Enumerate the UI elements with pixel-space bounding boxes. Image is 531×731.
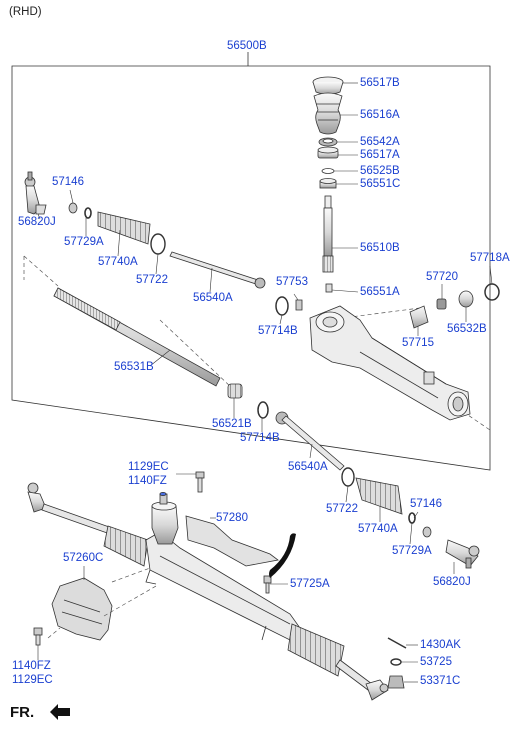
bracket-57280 bbox=[185, 515, 279, 567]
boot-right bbox=[355, 477, 403, 515]
leader-lines bbox=[37, 82, 493, 683]
rack-bush bbox=[227, 383, 243, 399]
part-57260C[interactable]: 57260C bbox=[63, 552, 104, 564]
variant-label: (RHD) bbox=[9, 6, 42, 18]
part-56516A[interactable]: 56516A bbox=[360, 109, 400, 121]
assembled-gear bbox=[27, 482, 389, 701]
assembly-label[interactable]: 56500B bbox=[227, 40, 267, 52]
protector-57260C bbox=[51, 577, 113, 641]
small-parts-left bbox=[68, 202, 92, 219]
part-57718A[interactable]: 57718A bbox=[470, 252, 510, 264]
part-57722-right[interactable]: 57722 bbox=[326, 503, 358, 515]
part-53371C[interactable]: 53371C bbox=[420, 675, 461, 687]
part-57753[interactable]: 57753 bbox=[276, 276, 308, 288]
small-parts-right bbox=[408, 512, 432, 538]
part-57280[interactable]: 57280 bbox=[216, 512, 248, 524]
ring-57714B-upper bbox=[275, 296, 289, 316]
part-57714B-upper[interactable]: 57714B bbox=[258, 325, 298, 337]
part-57146-right[interactable]: 57146 bbox=[410, 498, 442, 510]
part-56540A-right[interactable]: 56540A bbox=[288, 461, 328, 473]
part-57722-left[interactable]: 57722 bbox=[136, 274, 168, 286]
part-57740A-left[interactable]: 57740A bbox=[98, 256, 138, 268]
part-57714B-lower[interactable]: 57714B bbox=[240, 432, 280, 444]
part-57720[interactable]: 57720 bbox=[426, 271, 458, 283]
part-56820J-right[interactable]: 56820J bbox=[433, 576, 471, 588]
part-1140FZ-top[interactable]: 1140FZ bbox=[128, 475, 167, 487]
clamp-ring-left bbox=[150, 233, 166, 255]
inner-tie-rod-right bbox=[275, 411, 345, 471]
part-57725A[interactable]: 57725A bbox=[290, 578, 330, 590]
part-56521B[interactable]: 56521B bbox=[212, 418, 252, 430]
part-1129EC-top[interactable]: 1129EC bbox=[128, 461, 169, 473]
part-57146-left[interactable]: 57146 bbox=[52, 176, 84, 188]
yoke-parts bbox=[409, 283, 500, 329]
part-56517A[interactable]: 56517A bbox=[360, 149, 400, 161]
part-56551A[interactable]: 56551A bbox=[360, 286, 400, 298]
bolts bbox=[33, 471, 272, 646]
front-direction-label: FR. bbox=[10, 704, 35, 721]
part-53725[interactable]: 53725 bbox=[420, 656, 452, 668]
front-arrow-icon bbox=[50, 704, 70, 720]
part-56517B[interactable]: 56517B bbox=[360, 77, 400, 89]
part-56551C[interactable]: 56551C bbox=[360, 178, 401, 190]
guide-lines-lower bbox=[47, 567, 157, 639]
part-57715[interactable]: 57715 bbox=[402, 337, 434, 349]
boot-left bbox=[97, 211, 151, 245]
part-57729A-right[interactable]: 57729A bbox=[392, 545, 432, 557]
hardware-small bbox=[387, 637, 407, 689]
part-57740A-right[interactable]: 57740A bbox=[358, 523, 398, 535]
gear-housing-upper bbox=[309, 305, 471, 421]
inner-tie-rod-left bbox=[169, 251, 266, 289]
part-56532B[interactable]: 56532B bbox=[447, 323, 487, 335]
part-56525B[interactable]: 56525B bbox=[360, 165, 400, 177]
part-57729A-left[interactable]: 57729A bbox=[64, 236, 104, 248]
tie-rod-end-right bbox=[445, 539, 480, 569]
clamp-ring-right bbox=[341, 467, 355, 487]
part-1430AK[interactable]: 1430AK bbox=[420, 639, 461, 651]
part-56540A-left[interactable]: 56540A bbox=[193, 292, 233, 304]
assembly-frame bbox=[11, 52, 491, 471]
tie-rod-end-left bbox=[24, 171, 47, 215]
part-1129EC-bottom[interactable]: 1129EC bbox=[12, 674, 53, 686]
part-1140FZ-bottom[interactable]: 1140FZ bbox=[12, 660, 51, 672]
part-56820J-left[interactable]: 56820J bbox=[18, 216, 56, 228]
ring-57714B-lower bbox=[257, 401, 269, 419]
pinion-column bbox=[312, 76, 344, 293]
part-56542A[interactable]: 56542A bbox=[360, 136, 400, 148]
part-56531B[interactable]: 56531B bbox=[114, 361, 154, 373]
part-56510B[interactable]: 56510B bbox=[360, 242, 400, 254]
rack-bar bbox=[53, 287, 221, 387]
part-57753 bbox=[295, 299, 303, 311]
black-strip bbox=[269, 533, 296, 578]
